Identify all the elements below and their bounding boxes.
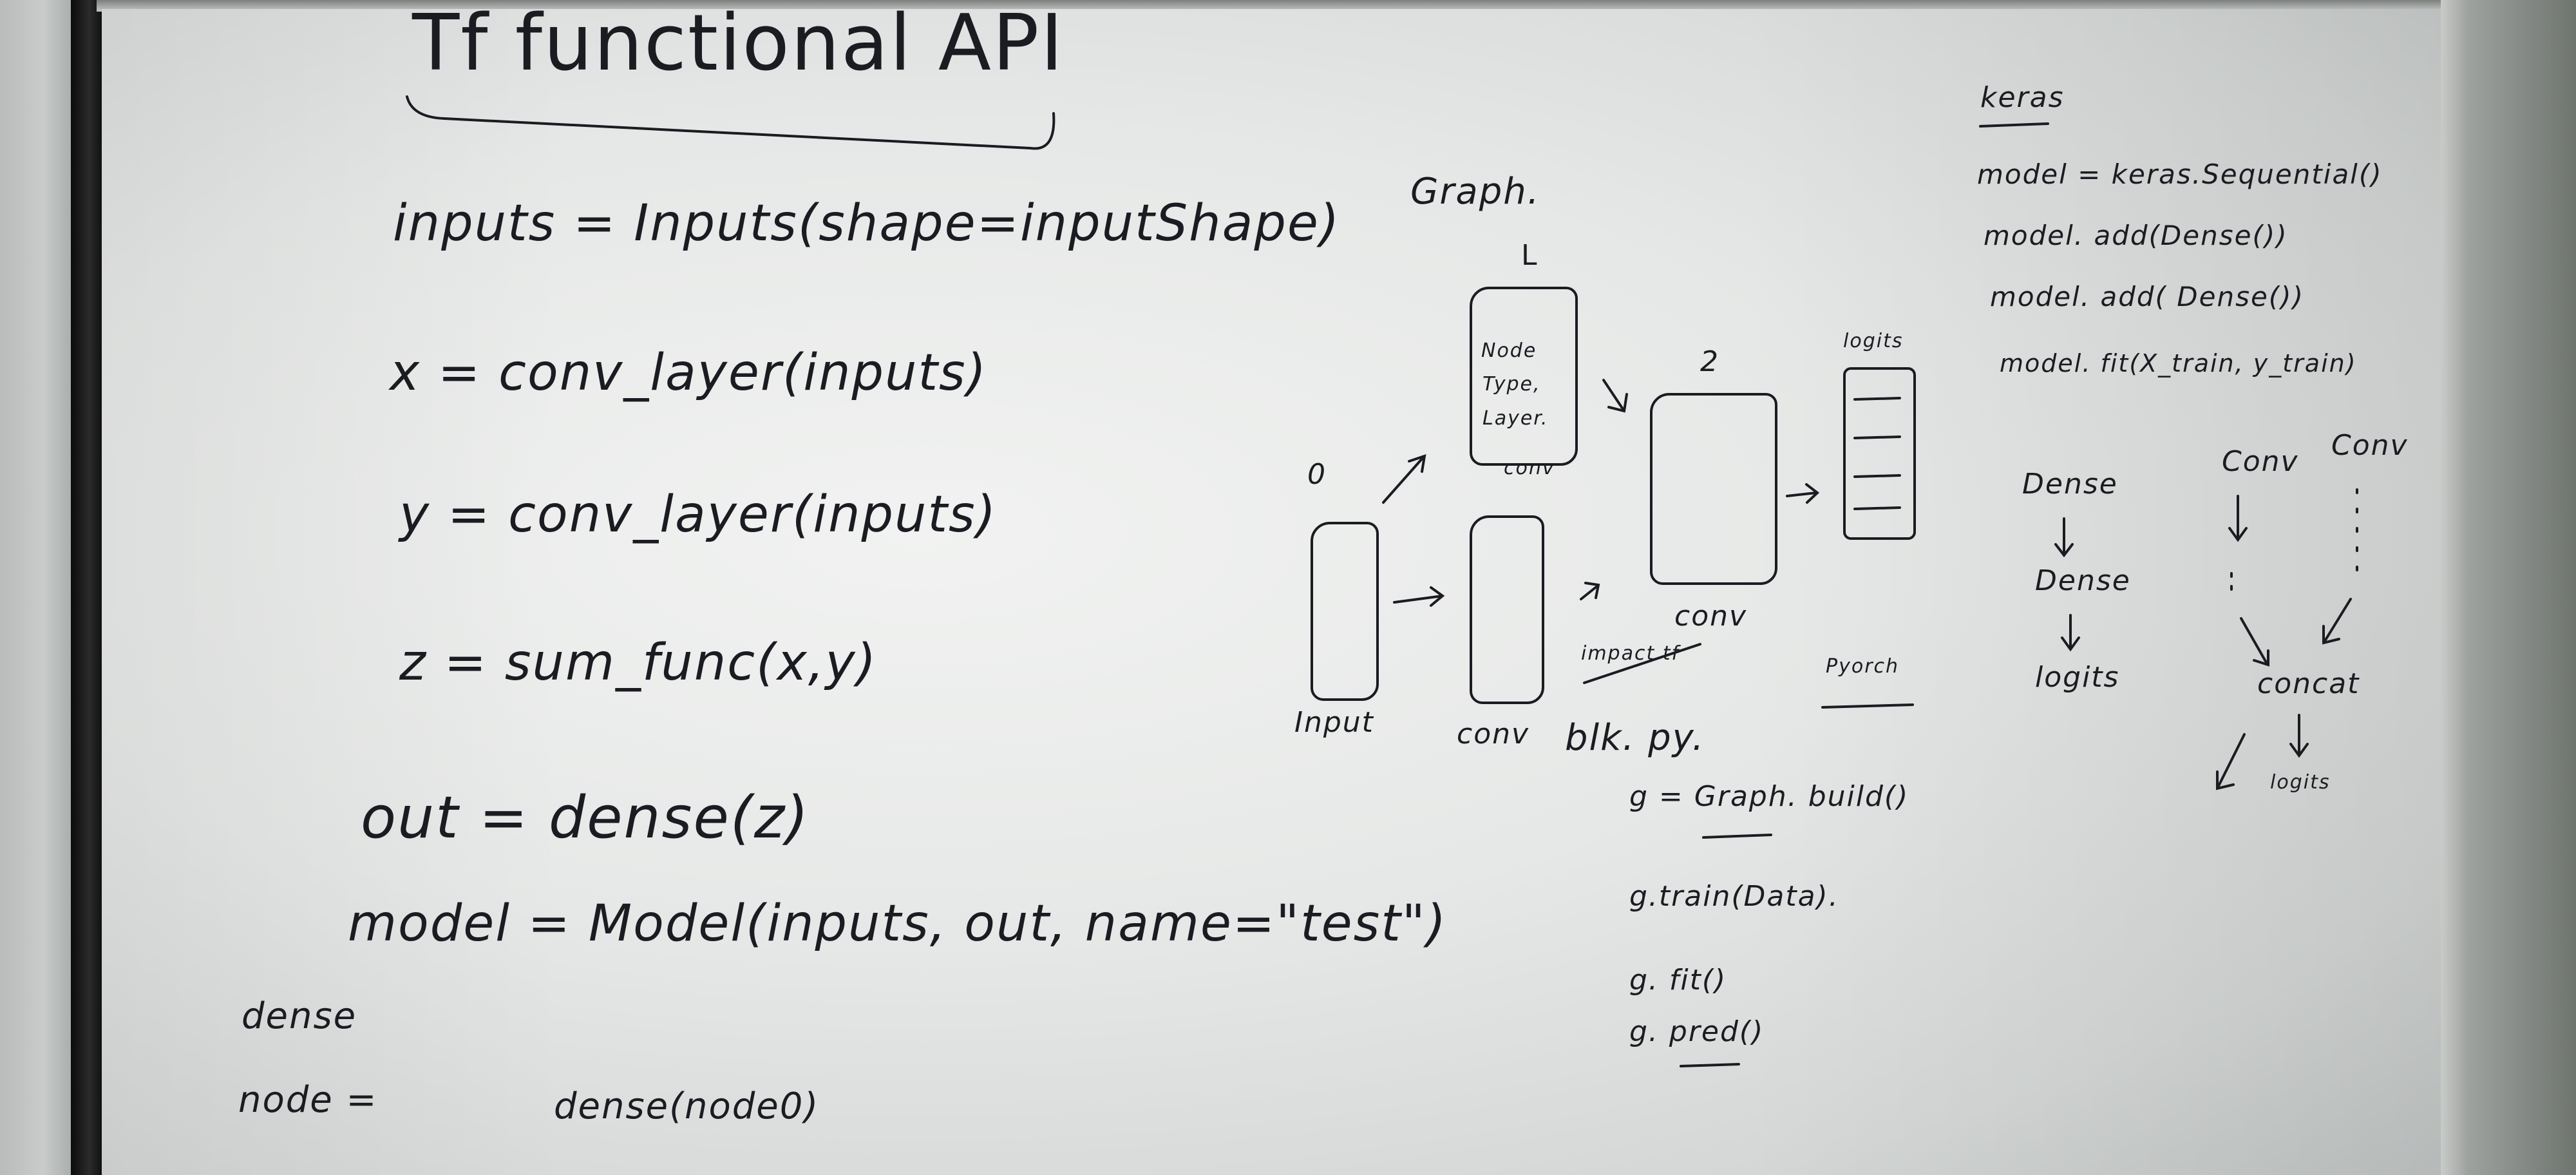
code-line-inputs: inputs = Inputs(shape=inputShape)	[393, 195, 1341, 253]
graph-node-0-label: 0	[1307, 458, 1327, 491]
keras-flow-logits: logits	[2035, 661, 2120, 694]
flow-arrow-2	[2061, 614, 2080, 652]
graph-title: Graph.	[1410, 171, 1540, 213]
keras-line-add-2: model. add( Dense())	[1990, 281, 2304, 312]
keras-line-add-1: model. add(Dense())	[1984, 220, 2288, 251]
graph-struck-note: impact tf	[1581, 642, 1680, 665]
logits-stack-lines	[1853, 397, 1901, 510]
board-title: Tf functional API	[412, 0, 1065, 88]
keras-underline	[1979, 122, 2049, 128]
graph-note-train: g.train(Data).	[1629, 880, 1839, 913]
graph-node-conv2-marker: 2	[1700, 345, 1719, 378]
keras-flow-logits-right: logits	[2270, 771, 2331, 794]
keras-flow-concat: concat	[2257, 667, 2360, 700]
graph-node-layer	[1470, 287, 1578, 466]
graph-note-fit: g. fit()	[1629, 964, 1727, 997]
keras-flow-conv-2: Conv	[2331, 429, 2409, 462]
flow-arrow-6	[2289, 714, 2309, 758]
code-line-dense-node: dense(node0)	[554, 1085, 820, 1127]
graph-node-logits-caption: logits	[1843, 330, 1904, 352]
arrow-layer-to-conv	[1602, 379, 1628, 413]
strike-impact	[1583, 643, 1701, 684]
whiteboard	[102, 9, 2441, 1175]
flow-arrow-7	[2216, 733, 2246, 790]
keras-heading: keras	[1980, 81, 2065, 114]
graph-underline	[1702, 834, 1772, 839]
graph-node-input	[1311, 522, 1379, 701]
flow-arrow-4	[2240, 617, 2269, 667]
code-line-z: z = sum_func(x,y)	[399, 634, 878, 692]
flow-arrow-1	[2054, 517, 2074, 558]
pred-underline	[1680, 1063, 1740, 1067]
code-line-out: out = dense(z)	[361, 784, 810, 852]
graph-node-layer-text-1: Node	[1481, 339, 1537, 362]
graph-node-layer-marker: L	[1521, 239, 1539, 272]
board-frame-right	[2441, 0, 2576, 1175]
code-line-dense: dense	[242, 995, 357, 1037]
keras-line-fit: model. fit(X_train, y_train)	[2000, 349, 2357, 377]
graph-note-blk: blk. py.	[1565, 717, 1705, 759]
graph-node-logits	[1843, 367, 1916, 540]
graph-node-layer-caption: conv	[1504, 457, 1555, 479]
keras-flow-dense-2: Dense	[2035, 564, 2131, 597]
keras-line-sequential: model = keras.Sequential()	[1977, 158, 2383, 190]
graph-node-conv-caption: conv	[1457, 718, 1530, 750]
graph-note-pred: g. pred()	[1629, 1015, 1765, 1048]
graph-node-input-caption: Input	[1294, 706, 1374, 739]
title-underline	[406, 95, 1056, 150]
keras-flow-conv-1: Conv	[2222, 445, 2299, 478]
board-frame-left	[71, 0, 102, 1175]
graph-node-conv2-caption: conv	[1674, 600, 1748, 633]
wall-left	[0, 0, 72, 1175]
graph-node-layer-text-2: Type,	[1482, 373, 1541, 396]
code-line-y: y = conv_layer(inputs)	[399, 486, 998, 544]
flow-arrow-5	[2322, 598, 2352, 645]
code-line-node: node =	[238, 1079, 378, 1121]
graph-node-conv2	[1650, 393, 1777, 585]
graph-node-layer-text-3: Layer.	[1482, 407, 1549, 430]
arrow-input-to-layer	[1382, 454, 1426, 504]
graph-node-conv	[1470, 515, 1544, 704]
graph-side-label: Pyorch	[1826, 655, 1900, 678]
arrow-conv-to-logits	[1786, 483, 1820, 504]
pyorch-underline	[1821, 703, 1914, 709]
arrow-conv-to-conv	[1580, 582, 1600, 600]
arrow-input-to-conv	[1393, 586, 1445, 607]
graph-note-build: g = Graph. build()	[1629, 780, 1909, 813]
flow-arrow-3	[2228, 495, 2248, 542]
code-line-x: x = conv_layer(inputs)	[390, 344, 988, 402]
board-frame-top	[97, 0, 2447, 12]
keras-flow-dense-1: Dense	[2022, 468, 2118, 501]
code-line-model: model = Model(inputs, out, name="test")	[348, 895, 1448, 953]
